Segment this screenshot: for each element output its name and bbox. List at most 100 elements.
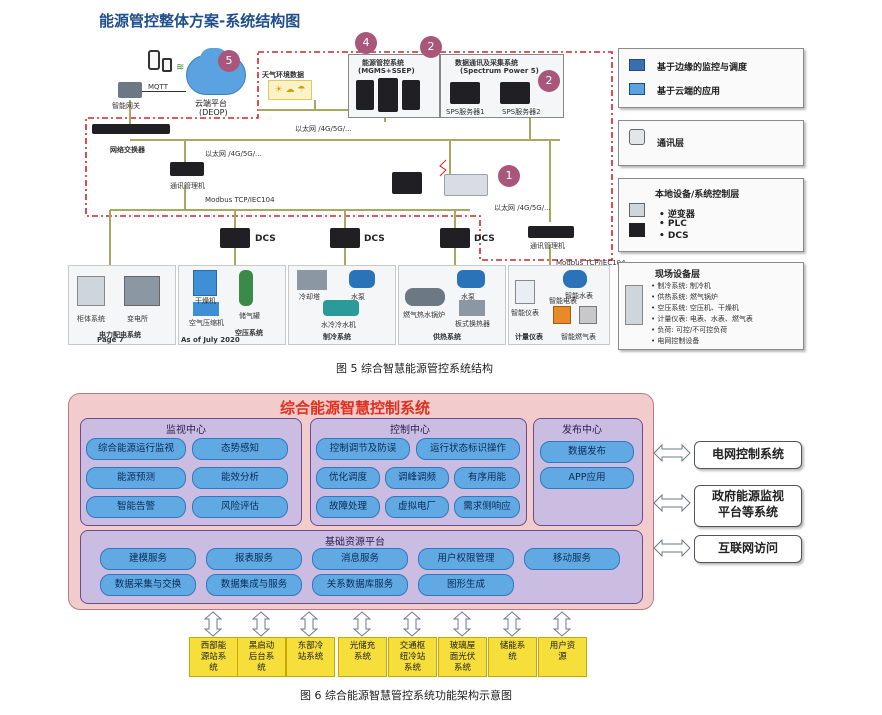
base-row2-item-2[interactable]: 数据集成与服务: [206, 574, 302, 596]
sps-sub: (Spectrum Power 5): [460, 67, 539, 75]
heating-pump-icon: [457, 270, 485, 288]
field-heating: 燃气热水锅炉 水泵 板式换热器 供热系统: [398, 265, 506, 345]
monitor-icon: [629, 59, 645, 71]
heating-item-1: 燃气热水锅炉: [403, 311, 445, 319]
control-item-2[interactable]: 运行状态标识操作: [416, 438, 520, 460]
local-badge: 1: [498, 165, 520, 187]
dcs-2-device: [330, 228, 360, 248]
ext-grid-control[interactable]: 电网控制系统: [694, 441, 802, 469]
site-energy-storage[interactable]: 储能系 统: [488, 637, 537, 677]
base-row2-item-1[interactable]: 数据采集与交换: [100, 574, 196, 596]
base-row1-item-4[interactable]: 用户权限管理: [418, 548, 514, 570]
base-row1-item-1[interactable]: 建模服务: [100, 548, 196, 570]
site-glass-roof-pv[interactable]: 玻璃屋 面光伏 系统: [438, 637, 487, 677]
base-row1-item-5[interactable]: 移动服务: [524, 548, 620, 570]
site-black-start[interactable]: 黑启动 后台系 统: [237, 637, 286, 677]
control-item-7[interactable]: 虚拟电厂: [385, 496, 449, 518]
air-item-1: 干燥机: [195, 297, 216, 305]
air-item-2: 储气罐: [239, 312, 260, 320]
sps-badge-top: 2: [420, 36, 442, 58]
sps-title: 数据通讯及采集系统: [455, 59, 518, 67]
site-user-resources[interactable]: 用户资 源: [538, 637, 587, 677]
mgms-badge: 4: [355, 32, 377, 54]
ext-internet-access[interactable]: 互联网访问: [694, 535, 802, 563]
metering-label: 计量仪表: [515, 333, 543, 341]
dcs-1-label: DCS: [255, 234, 276, 244]
power-item-2: 变电所: [127, 315, 148, 323]
legend-field-item-5: • 负荷: 可控/不可控负荷: [651, 326, 728, 334]
power-cabinet-icon: [77, 276, 105, 306]
site-transport-hub[interactable]: 交通枢 纽冷站 系统: [388, 637, 437, 677]
control-item-1[interactable]: 控制调节及防误: [316, 438, 410, 460]
mgms-server-3: [402, 80, 420, 110]
monitor-item-5[interactable]: 智能告警: [86, 496, 186, 518]
control-item-4[interactable]: 调峰调频: [385, 467, 449, 489]
comm-manager-1-label: 通讯管理机: [170, 182, 205, 190]
control-item-6[interactable]: 故障处理: [316, 496, 380, 518]
edge-region-dashed-border: [85, 51, 613, 265]
legend-cloud-text: 基于云端的应用: [657, 87, 721, 97]
legend-comm-text: 通讯层: [657, 139, 685, 149]
site-arrows: [203, 611, 572, 637]
base-row1-item-3[interactable]: 消息服务: [312, 548, 408, 570]
field-power: 柜体系统 变电所 电力配电系统 Page 7: [68, 265, 176, 345]
mgms-server-1: [356, 80, 374, 110]
cooling-pump-icon: [349, 270, 375, 288]
control-center-title: 控制中心: [390, 425, 430, 436]
base-row2-item-4[interactable]: 图形生成: [418, 574, 514, 596]
dcs-2-label: DCS: [364, 234, 385, 244]
dcs-3-device: [440, 228, 470, 248]
cloud-badge: 5: [218, 50, 240, 72]
monitor-item-3[interactable]: 能源预测: [86, 467, 186, 489]
legend-control-item-3: • DCS: [659, 231, 689, 241]
chiller-icon: [323, 300, 359, 316]
base-row1-item-2[interactable]: 报表服务: [206, 548, 302, 570]
monitor-item-6[interactable]: 风险评估: [192, 496, 288, 518]
ethernet-label-right: 以太网 /4G/5G/...: [494, 204, 551, 212]
site-solar-storage[interactable]: 光储充 系统: [338, 637, 387, 677]
monitor-item-4[interactable]: 能效分析: [192, 467, 288, 489]
control-item-8[interactable]: 需求侧响应: [454, 496, 520, 518]
sps-server-2-label: SPS服务器2: [502, 108, 541, 116]
mqtt-arrow: [138, 91, 186, 92]
metering-item-3: 智能电表: [549, 297, 577, 305]
legend-box-field: 现场设备层 • 制冷系统: 制冷机 • 供热系统: 燃气锅炉 • 空压系统: 空…: [618, 262, 804, 350]
gateway-label: 智能网关: [112, 102, 140, 110]
ext-gov-platform[interactable]: 政府能源监视 平台等系统: [694, 485, 802, 527]
ethernet-label-mid: 以太网 /4G/5G/...: [205, 150, 262, 158]
dcs-3-label: DCS: [474, 234, 495, 244]
comm-manager-2-label: 通讯管理机: [530, 242, 565, 250]
modbus-label-1: Modbus TCP/IEC104: [205, 196, 275, 204]
site-east-cooling[interactable]: 东部冷 站系统: [286, 637, 335, 677]
air-extra: As of July 2020: [181, 336, 240, 344]
heat-exchanger-icon: [459, 300, 485, 316]
legend-control-title: 本地设备/系统控制层: [655, 190, 740, 200]
cooling-item-3: 水冷冷水机: [321, 321, 356, 329]
site-west-energy[interactable]: 西部能 源站系 统: [189, 637, 238, 677]
monitor-item-1[interactable]: 综合能源运行监视: [86, 438, 186, 460]
legend-edge-text: 基于边缘的监控与调度: [657, 63, 748, 73]
base-row2-item-3[interactable]: 关系数据库服务: [312, 574, 408, 596]
mgms-sub: (MGMS+SSEP): [358, 67, 415, 75]
system-title: 综合能源智慧控制系统: [280, 399, 431, 417]
network-switch-device: [92, 124, 170, 134]
control-item-5[interactable]: 有序用能: [454, 467, 520, 489]
figure-6-caption: 图 6 综合能源智慧管控系统功能架构示意图: [300, 689, 512, 702]
publish-item-2[interactable]: APP应用: [540, 467, 634, 489]
power-extra: Page 7: [97, 336, 124, 344]
sps-server-2-icon: [500, 82, 530, 104]
local-workstation-icon: [392, 172, 422, 194]
control-item-3[interactable]: 优化调度: [316, 467, 380, 489]
legend-field-item-1: • 制冷系统: 制冷机: [651, 282, 711, 290]
sps-server-1-label: SPS服务器1: [446, 108, 485, 116]
gateway-device: [118, 82, 142, 98]
publish-center-title: 发布中心: [562, 425, 602, 436]
weather-label: 天气环境数据: [262, 71, 304, 79]
heating-item-3: 板式换热器: [455, 320, 490, 328]
phone-icon: [148, 50, 160, 70]
monitor-item-2[interactable]: 态势感知: [192, 438, 288, 460]
switch-icon: [629, 129, 645, 145]
field-cooling: 冷却塔 水泵 水冷冷水机 制冷系统: [288, 265, 396, 345]
power-item-1: 柜体系统: [77, 315, 105, 323]
publish-item-1[interactable]: 数据发布: [540, 441, 634, 463]
